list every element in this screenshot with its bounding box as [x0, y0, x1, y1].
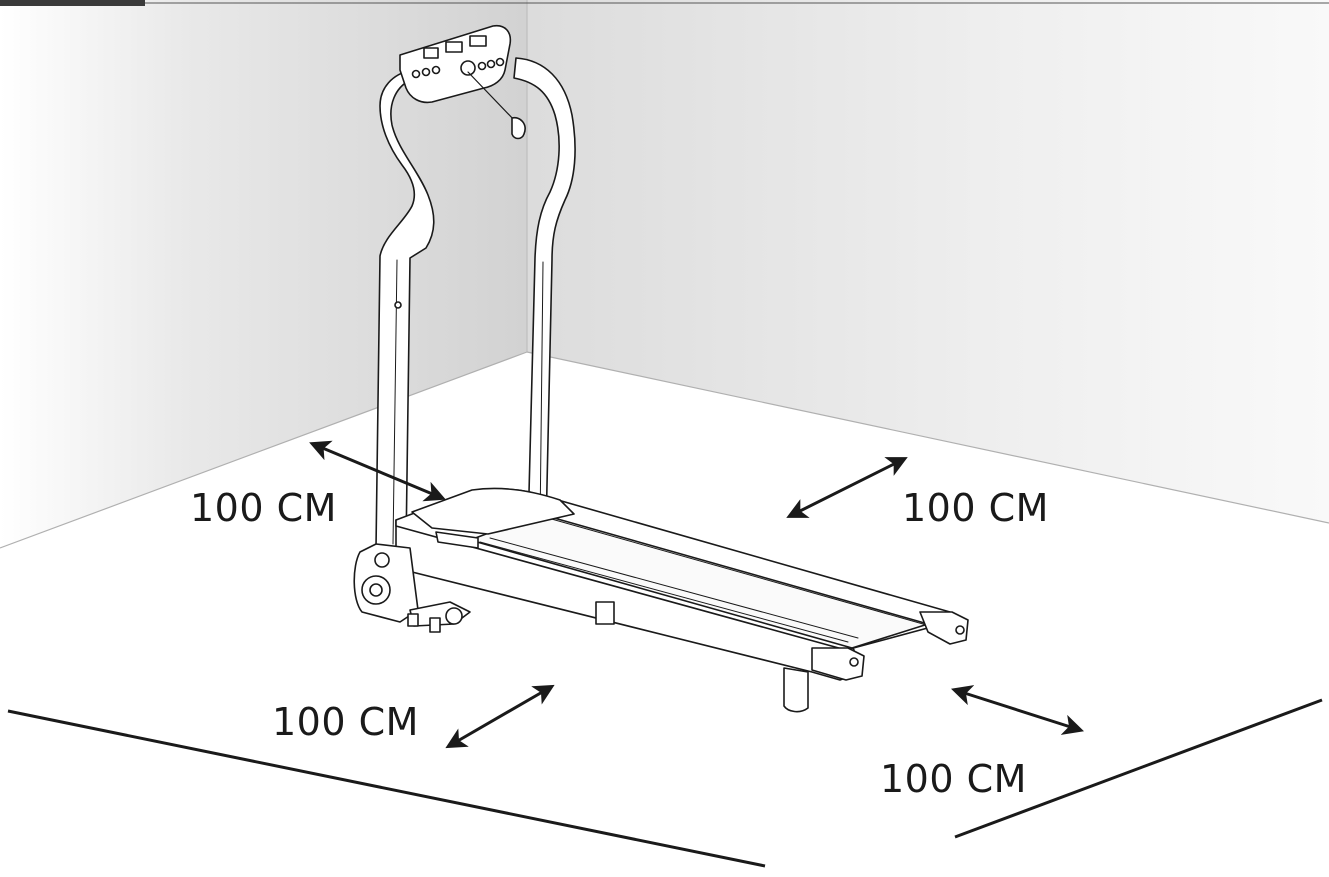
clearance-label-front-right: 100 CM [880, 757, 1027, 801]
front-left-boundary [7, 709, 766, 868]
right-floor-edge [526, 351, 1329, 524]
front-right-boundary [954, 698, 1323, 839]
double-arrow-icon [950, 685, 1085, 735]
double-arrow-icon [309, 440, 446, 502]
motor-hood [411, 487, 575, 535]
top-left-tab [0, 0, 145, 6]
right-wall [527, 0, 1329, 523]
clearance-label-front-left: 100 CM [272, 700, 419, 744]
clearance-label-back-right: 100 CM [902, 486, 1049, 530]
rear-cap-left [811, 647, 865, 681]
floor-boundary [7, 698, 1323, 868]
safety-clip [511, 116, 526, 140]
transport-wheel [445, 607, 463, 625]
clearance-arrows [309, 440, 1085, 749]
double-arrow-icon [445, 684, 555, 749]
rear-cap-right [919, 611, 969, 645]
safety-cord [467, 71, 517, 123]
left-upright [375, 69, 435, 549]
rear-foot [783, 667, 809, 713]
treadmill-icon [353, 24, 969, 713]
clearance-label-back-left: 100 CM [190, 486, 337, 530]
left-floor-edge [0, 351, 528, 549]
double-arrow-icon [786, 457, 908, 518]
room [0, 0, 1329, 549]
